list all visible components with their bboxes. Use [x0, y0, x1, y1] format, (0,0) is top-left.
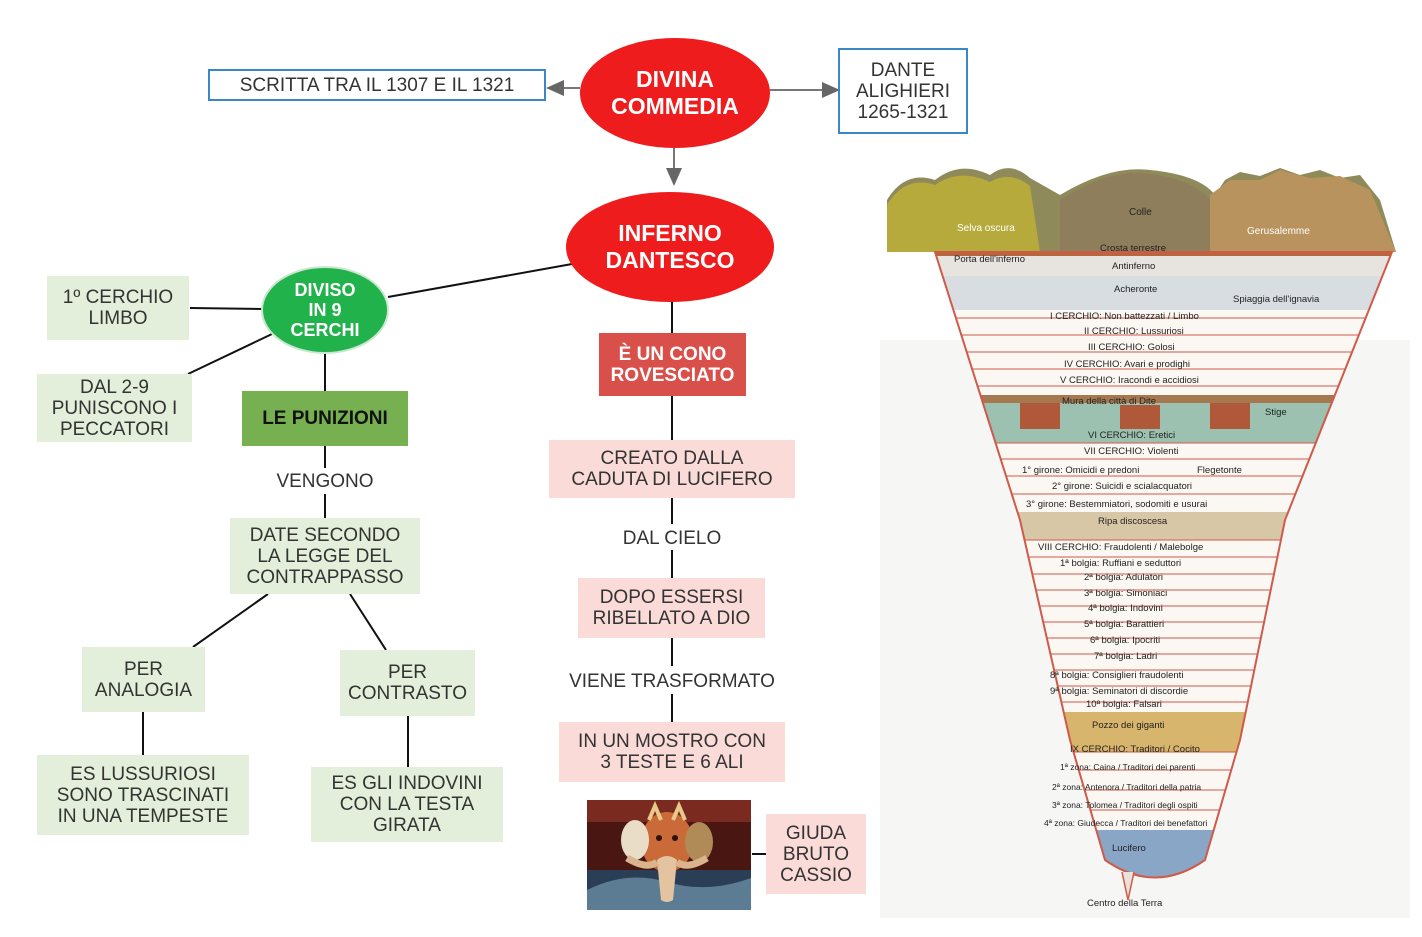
creato-dalla-caduta: CREATO DALLA CADUTA DI LUCIFERO	[549, 440, 795, 498]
inferno-dantesco: INFERNO DANTESCO	[566, 192, 774, 302]
label-b7: 7ª bolgia: Ladri	[1094, 651, 1157, 662]
label-antinferno: Antinferno	[1112, 261, 1155, 272]
label-b8: 8ª bolgia: Consiglieri fraudolenti	[1050, 670, 1183, 681]
ribellato-a-dio: DOPO ESSERSI RIBELLATO A DIO	[578, 578, 765, 638]
per-contrasto: PER CONTRASTO	[340, 650, 475, 716]
diviso-in-9-cerchi: DIVISO IN 9 CERCHI	[261, 266, 389, 354]
label-z3: 3ª zona: Tolomea / Traditori degli ospit…	[1052, 800, 1198, 810]
label-spiaggia: Spiaggia dell'ignavia	[1233, 294, 1320, 305]
label-g1: 1° girone: Omicidi e predoni	[1022, 465, 1139, 476]
label-g3: 3° girone: Bestemmiatori, sodomiti e usu…	[1026, 499, 1207, 510]
date-written: SCRITTA TRA IL 1307 E IL 1321	[208, 69, 546, 101]
label-stige: Stige	[1265, 407, 1287, 418]
label-g2: 2° girone: Suicidi e scialacquatori	[1052, 481, 1192, 492]
label-b3: 3ª bolgia: Simoniaci	[1084, 588, 1167, 599]
label-c5: V CERCHIO: Iracondi e accidiosi	[1060, 375, 1199, 386]
label-z2: 2ª zona: Antenora / Traditori della patr…	[1052, 782, 1201, 792]
label-c4: IV CERCHIO: Avari e prodighi	[1064, 359, 1190, 370]
circles-2-9: DAL 2-9 PUNISCONO I PECCATORI	[37, 374, 192, 442]
contrappasso: DATE SECONDO LA LEGGE DEL CONTRAPPASSO	[230, 518, 420, 594]
first-circle-limbo: 1º CERCHIO LIMBO	[47, 276, 189, 340]
traditori-giuda-bruto-cassio: GIUDA BRUTO CASSIO	[766, 814, 866, 894]
label-flegetonte: Flegetonte	[1197, 465, 1242, 476]
label-b4: 4ª bolgia: Indovini	[1088, 603, 1163, 614]
inferno-cone-illustration: Selva oscura Colle Gerusalemme	[880, 168, 1410, 918]
author-dante: DANTE ALIGHIERI 1265-1321	[838, 48, 968, 134]
label-c6: VI CERCHIO: Eretici	[1088, 430, 1175, 441]
label-ripa: Ripa discoscesa	[1098, 516, 1168, 527]
label-b9: 9ª bolgia: Seminatori di discordie	[1050, 686, 1188, 697]
example-contrasto: ES GLI INDOVINI CON LA TESTA GIRATA	[311, 767, 503, 842]
label-porta: Porta dell'inferno	[954, 254, 1025, 265]
lucifer-painting-image	[587, 800, 751, 910]
viene-trasformato-label: VIENE TRASFORMATO	[569, 671, 775, 692]
label-gerusalemme: Gerusalemme	[1247, 226, 1310, 237]
label-colle: Colle	[1129, 207, 1152, 218]
mostro-3-teste: IN UN MOSTRO CON 3 TESTE E 6 ALI	[559, 722, 785, 782]
label-z1: 1ª zona: Caina / Traditori dei parenti	[1060, 762, 1196, 772]
label-b5: 5ª bolgia: Barattieri	[1084, 619, 1164, 630]
label-z4: 4ª zona: Giudecca / Traditori dei benefa…	[1044, 818, 1207, 828]
label-c8: VIII CERCHIO: Fraudolenti / Malebolge	[1038, 542, 1203, 553]
le-punizioni: LE PUNIZIONI	[242, 391, 408, 446]
label-c1: I CERCHIO: Non battezzati / Limbo	[1050, 311, 1199, 322]
example-analogia: ES LUSSURIOSI SONO TRASCINATI IN UNA TEM…	[37, 755, 249, 835]
label-crosta: Crosta terrestre	[1100, 243, 1166, 254]
label-b1: 1ª bolgia: Ruffiani e seduttori	[1060, 558, 1181, 569]
label-b6: 6ª bolgia: Ipocriti	[1090, 635, 1160, 646]
cono-rovesciato: È UN CONO ROVESCIATO	[599, 333, 746, 396]
label-mura: Mura della città di Dite	[1062, 396, 1156, 407]
label-centro: Centro della Terra	[1087, 898, 1163, 909]
label-c2: II CERCHIO: Lussuriosi	[1084, 326, 1184, 337]
vengono-label: VENGONO	[276, 471, 374, 492]
label-pozzo: Pozzo dei giganti	[1092, 720, 1164, 731]
label-lucifero: Lucifero	[1112, 843, 1146, 854]
root-divina-commedia: DIVINA COMMEDIA	[580, 38, 770, 148]
label-b10: 10ª bolgia: Falsari	[1086, 699, 1162, 710]
label-c7: VII CERCHIO: Violenti	[1084, 446, 1178, 457]
label-b2: 2ª bolgia: Adulatori	[1084, 572, 1163, 583]
label-c3: III CERCHIO: Golosi	[1088, 342, 1175, 353]
per-analogia: PER ANALOGIA	[82, 647, 205, 712]
label-selva: Selva oscura	[957, 223, 1015, 234]
label-c9: IX CERCHIO: Traditori / Cocito	[1070, 744, 1200, 755]
dal-cielo-label: DAL CIELO	[622, 528, 722, 549]
label-acheronte: Acheronte	[1114, 284, 1157, 295]
